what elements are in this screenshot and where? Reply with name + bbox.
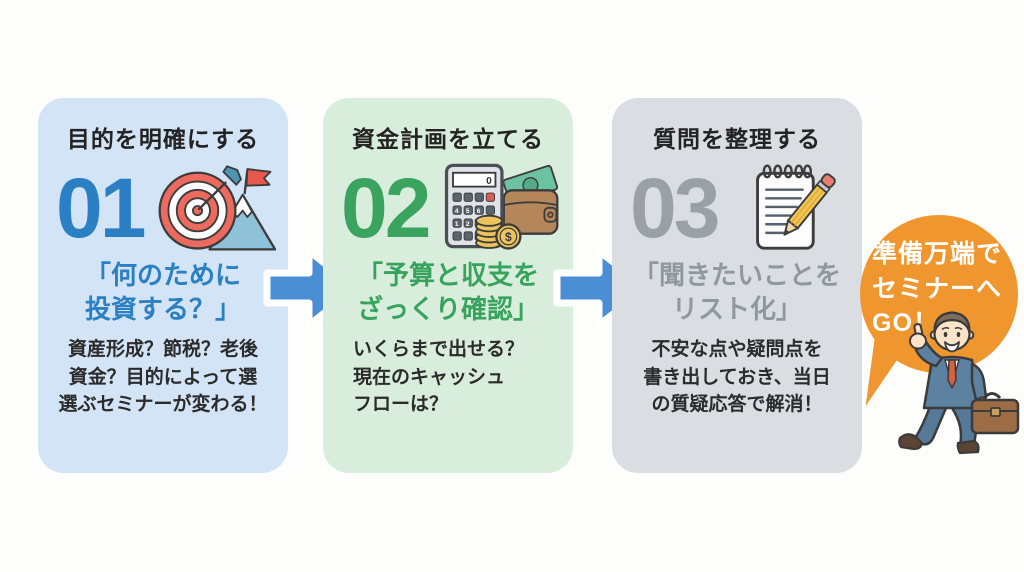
quote-line: 投資する？」 bbox=[84, 294, 241, 325]
step3-title: 質問を整理する bbox=[653, 126, 821, 152]
calculator-keys-row: 456 bbox=[455, 207, 488, 214]
step1-title: 目的を明確にする bbox=[66, 126, 260, 152]
calculator-keys-row: 123 bbox=[455, 220, 488, 227]
bubble-line: GO！ bbox=[872, 309, 939, 337]
quote-line: 「聞きたいことを bbox=[632, 260, 841, 290]
step2-description: いくらまで出せる？ 現在のキャッシュ フローは？ bbox=[323, 336, 573, 419]
bubble-line: 準備万端で bbox=[872, 240, 1003, 268]
body-line: 選ぶセミナーが変わる！ bbox=[58, 394, 268, 416]
body-line: の質疑応答で解消！ bbox=[651, 394, 823, 416]
step1-description: 資産形成？節税？老後 資金？目的によって選 選ぶセミナーが変わる！ bbox=[38, 336, 288, 419]
quote-line: 「何のために bbox=[84, 260, 241, 290]
body-line: フローは？ bbox=[353, 394, 449, 416]
body-line: いくらまで出せる？ bbox=[353, 339, 525, 360]
step1-number-row: 01 bbox=[38, 156, 288, 260]
body-line: 資金？目的によって選 bbox=[68, 366, 258, 388]
step3-quote: 「聞きたいことを リスト化」 bbox=[612, 258, 862, 327]
calculator-wallet-coins-icon: 0 456 123 bbox=[441, 159, 561, 258]
notepad-pencil-icon bbox=[740, 158, 850, 259]
businessman-illustration bbox=[888, 304, 1022, 464]
step2-number-row: 02 0 bbox=[323, 156, 573, 260]
quote-line: 「予算と収支を bbox=[356, 260, 539, 290]
quote-line: リスト化」 bbox=[671, 294, 802, 325]
coin-currency-symbol: $ bbox=[505, 230, 512, 244]
step2-title: 資金計画を立てる bbox=[352, 126, 544, 152]
body-line: 現在のキャッシュ bbox=[353, 366, 506, 388]
target-mountain-icon bbox=[156, 159, 277, 258]
quote-line: ざっくり確認」 bbox=[356, 294, 539, 325]
body-line: 不安な点や疑問点を bbox=[651, 339, 823, 360]
calculator-display-value: 0 bbox=[486, 175, 492, 186]
step2-number: 02 bbox=[341, 161, 431, 255]
body-line: 書き出しておき、当日 bbox=[643, 366, 831, 388]
speech-bubble-text: 準備万端で セミナーへ GO！ bbox=[872, 237, 1002, 341]
step-card-3: 質問を整理する 03 bbox=[612, 98, 862, 473]
step2-quote: 「予算と収支を ざっくり確認」 bbox=[323, 258, 573, 327]
step3-number-row: 03 bbox=[612, 156, 862, 260]
step1-quote: 「何のために 投資する？」 bbox=[38, 258, 288, 327]
step1-number: 01 bbox=[56, 161, 146, 255]
body-line: 資産形成？節税？老後 bbox=[67, 339, 258, 360]
step-card-2: 資金計画を立てる 02 0 bbox=[323, 98, 573, 473]
step3-description: 不安な点や疑問点を 書き出しておき、当日 の質疑応答で解消！ bbox=[612, 336, 862, 419]
bubble-line: セミナーへ bbox=[872, 274, 1003, 303]
step3-number: 03 bbox=[630, 161, 720, 255]
step-card-1: 目的を明確にする 01 「何のために bbox=[38, 98, 288, 473]
